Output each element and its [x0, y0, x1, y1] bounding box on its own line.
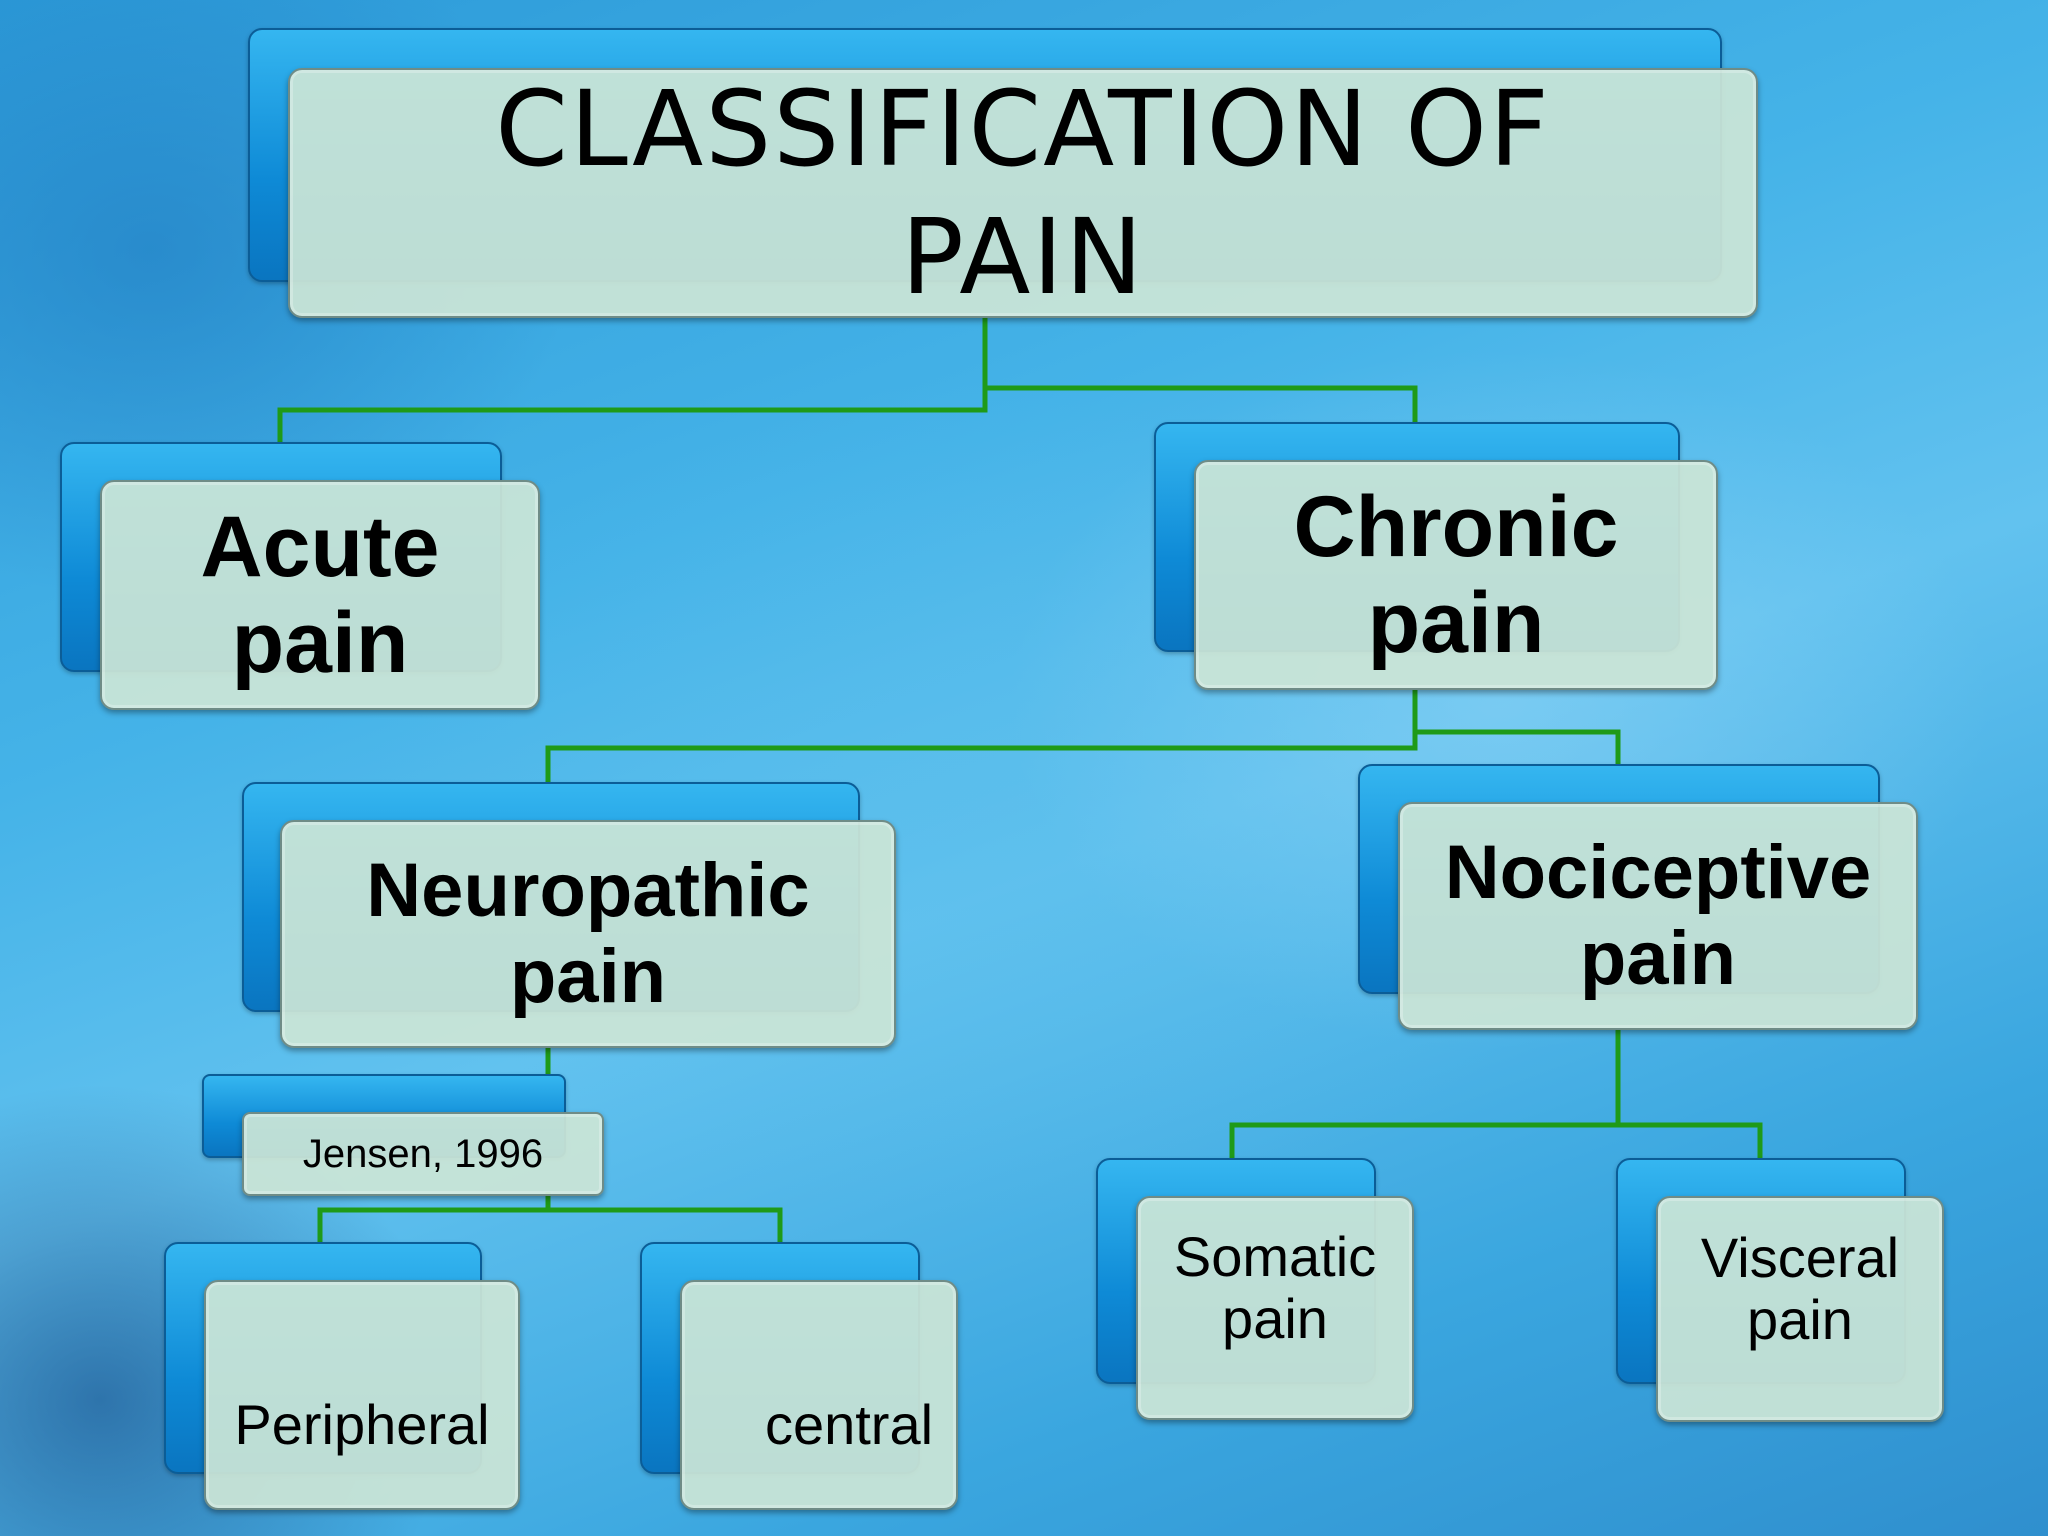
connector-citation-central	[545, 1192, 783, 1242]
somatic-pain-label: Somatic pain	[1173, 1225, 1377, 1350]
citation-node: Jensen, 1996	[202, 1074, 606, 1196]
title-node: CLASSIFICATION OF PAIN	[248, 28, 1758, 318]
visceral-pain-node: Visceral pain	[1616, 1158, 1944, 1422]
visceral-pain-label: Visceral pain	[1700, 1226, 1900, 1351]
nociceptive-pain-node: Nociceptive pain	[1358, 764, 1918, 1030]
acute-pain-label: Acute pain	[200, 499, 440, 691]
acute-pain-node: Acute pain	[60, 442, 540, 710]
peripheral-label: Peripheral	[234, 1393, 490, 1456]
peripheral-node: Peripheral	[164, 1242, 520, 1510]
connector-citation-peripheral	[317, 1192, 551, 1242]
central-label: central	[764, 1393, 934, 1456]
central-node: central	[640, 1242, 958, 1510]
connector-chronic-nociceptive	[1412, 688, 1621, 764]
connector-chronic-neuropathic	[545, 688, 1418, 782]
somatic-pain-node: Somatic pain	[1096, 1158, 1414, 1420]
neuropathic-pain-node: Neuropathic pain	[242, 782, 896, 1048]
nociceptive-pain-label: Nociceptive pain	[1444, 830, 1872, 1001]
diagram-title: CLASSIFICATION OF PAIN	[495, 68, 1551, 318]
connector-nociceptive-somatic	[1229, 1028, 1621, 1158]
chronic-pain-label: Chronic pain	[1293, 479, 1619, 671]
connector-nociceptive-visceral	[1615, 1028, 1763, 1158]
connector-title-chronic	[982, 318, 1418, 422]
connector-title-acute	[277, 318, 988, 442]
neuropathic-pain-label: Neuropathic pain	[366, 848, 810, 1019]
chronic-pain-node: Chronic pain	[1154, 422, 1718, 690]
citation-label: Jensen, 1996	[302, 1132, 544, 1176]
